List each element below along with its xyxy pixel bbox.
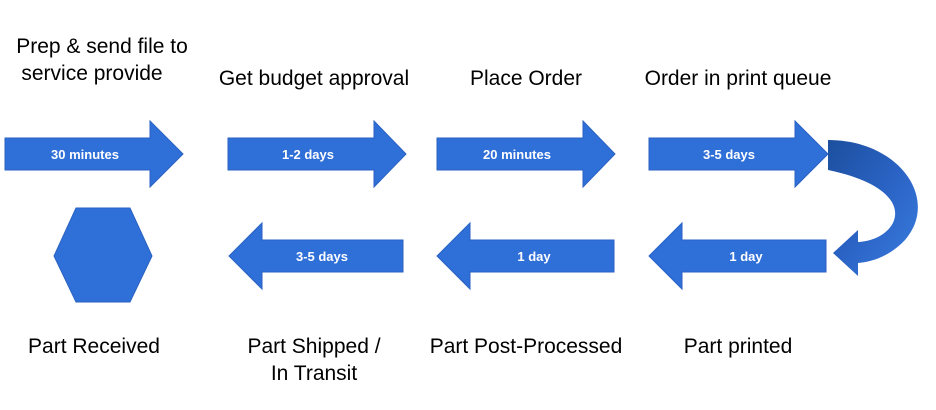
step-label-printed: Part printed xyxy=(684,335,793,358)
arrow-printed xyxy=(648,221,827,291)
step-label-prep-line1: Prep & send file to xyxy=(16,35,188,58)
step-label-received: Part Received xyxy=(28,335,160,358)
arrow-budget xyxy=(227,119,407,189)
arrow-postprocessed xyxy=(436,221,615,291)
arrow-label-queue: 3-5 days xyxy=(703,147,755,162)
arrow-label-printed: 1 day xyxy=(729,249,763,264)
curved-arrow-turn xyxy=(828,140,918,276)
arrow-prep xyxy=(4,119,184,189)
arrow-label-shipped: 3-5 days xyxy=(296,249,348,264)
step-label-shipped-line2: In Transit xyxy=(271,362,358,385)
arrow-shipped xyxy=(228,221,404,291)
step-label-prep-line2: service provide xyxy=(21,62,162,85)
step-label-order: Place Order xyxy=(470,67,582,90)
step-label-budget: Get budget approval xyxy=(219,67,409,90)
step-label-postprocessed: Part Post-Processed xyxy=(430,335,623,358)
arrow-label-prep: 30 minutes xyxy=(51,147,119,162)
hexagon-end-marker xyxy=(53,207,153,303)
arrow-label-budget: 1-2 days xyxy=(282,147,334,162)
arrow-label-order: 20 minutes xyxy=(483,147,551,162)
arrow-queue xyxy=(648,119,829,189)
step-label-shipped-line1: Part Shipped / xyxy=(247,335,380,358)
arrow-order xyxy=(436,119,616,189)
step-label-queue: Order in print queue xyxy=(645,67,832,90)
arrow-label-postprocessed: 1 day xyxy=(517,249,551,264)
